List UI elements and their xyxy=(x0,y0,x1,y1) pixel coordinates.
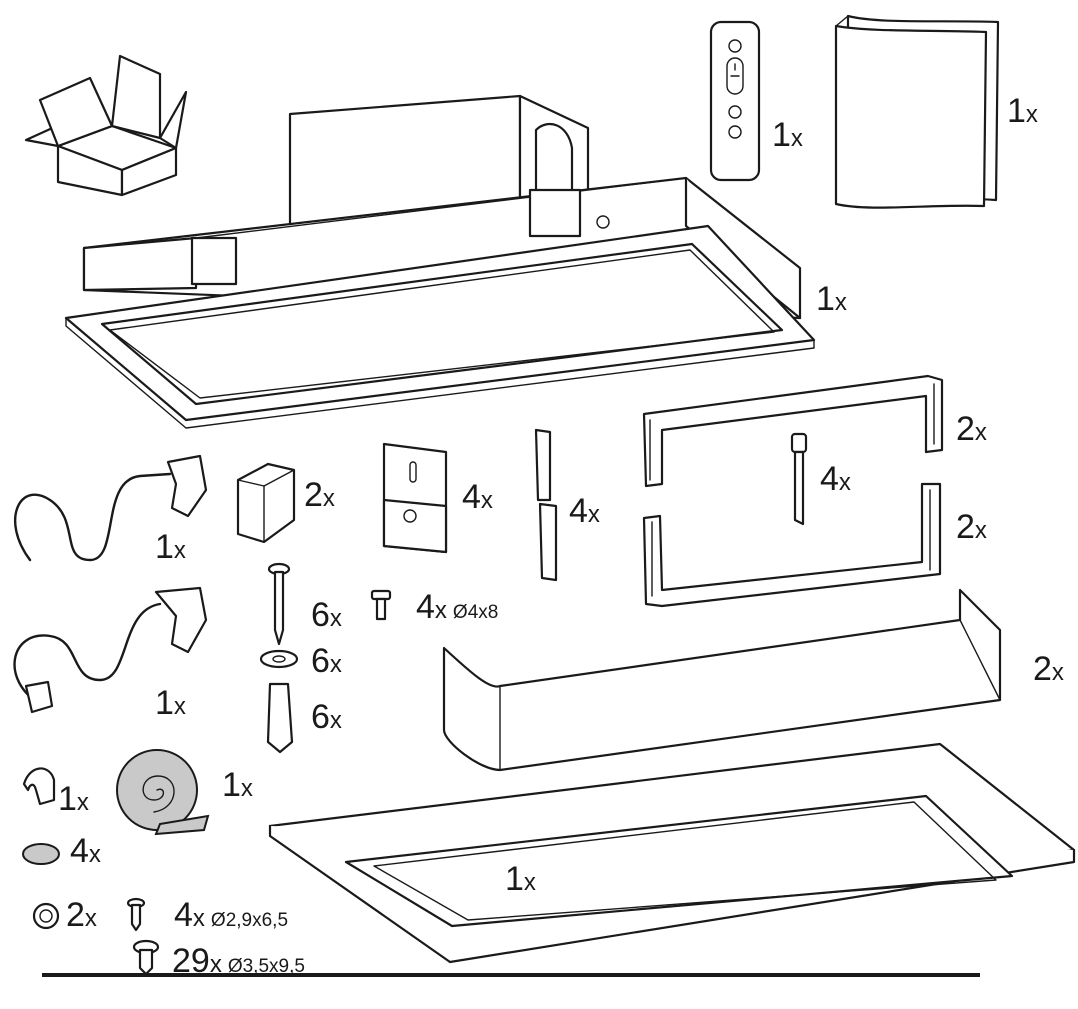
manual-booklet-icon xyxy=(834,14,1000,209)
frame-bottom-qty-label: 2x xyxy=(956,508,987,546)
long-bolt-icon xyxy=(790,432,808,526)
remote-qty-label: 1x xyxy=(772,116,803,154)
wood-screw-qty-label: 6x xyxy=(311,596,342,634)
bracket-icon xyxy=(382,442,448,554)
cable-clip-qty-label: 1x xyxy=(58,780,89,818)
small-screw-icon xyxy=(370,589,392,621)
upper-u-frame-icon xyxy=(642,374,944,488)
manual-qty-label: 1x xyxy=(1007,92,1038,130)
cable-angled-icon xyxy=(13,454,208,562)
tape-roll-qty-label: 1x xyxy=(222,766,253,804)
box-icon xyxy=(24,54,188,197)
junction-box-qty-label: 2x xyxy=(304,476,335,514)
cable-plug-qty-label: 1x xyxy=(155,684,186,722)
wall-plug-qty-label: 6x xyxy=(311,698,342,736)
cable-plug-icon xyxy=(13,586,208,714)
wood-screw-icon xyxy=(267,562,291,646)
frame-top-qty-label: 2x xyxy=(956,410,987,448)
bracket-qty-label: 4x xyxy=(462,478,493,516)
rail-qty-label: 4x xyxy=(569,492,600,530)
junction-box-icon xyxy=(236,462,296,544)
hood-unit-icon xyxy=(64,94,816,429)
felt-pad-qty-label: 4x xyxy=(70,832,101,870)
side-cover-icon xyxy=(442,588,1002,772)
cap-icon xyxy=(32,902,60,930)
tape-roll-icon xyxy=(116,749,210,836)
felt-pad-icon xyxy=(22,843,60,865)
screw-29x65-icon xyxy=(126,897,146,932)
screw-35x95-icon xyxy=(132,939,160,976)
panel-frame-qty-label: 1x xyxy=(505,860,536,898)
cap-qty-label: 2x xyxy=(66,896,97,934)
washer-qty-label: 6x xyxy=(311,642,342,680)
cable-clip-icon xyxy=(22,767,56,806)
side-cover-qty-label: 2x xyxy=(1033,650,1064,688)
remote-control-icon xyxy=(709,20,761,182)
wall-plug-icon xyxy=(266,682,294,754)
lower-u-frame-icon xyxy=(642,482,942,608)
bottom-rule xyxy=(42,973,980,977)
rail-icon xyxy=(534,428,558,582)
cable-angled-qty-label: 1x xyxy=(155,528,186,566)
long-bolt-qty-label: 4x xyxy=(820,460,851,498)
hood-qty-label: 1x xyxy=(816,280,847,318)
washer-icon xyxy=(259,649,299,669)
panel-frame-icon xyxy=(268,742,1076,964)
